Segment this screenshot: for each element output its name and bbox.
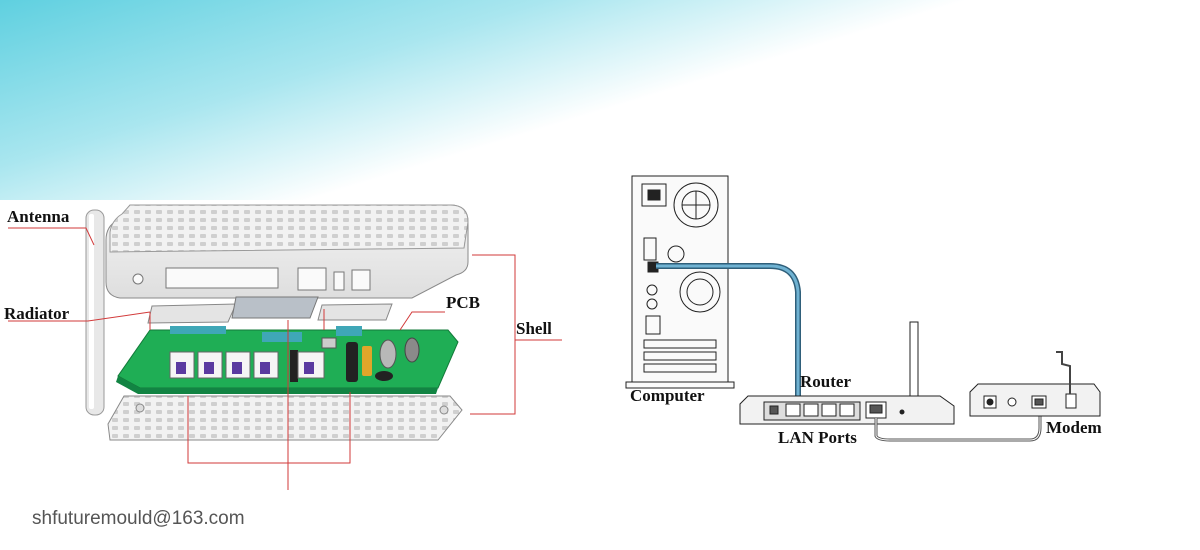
leader-lines <box>8 227 562 490</box>
modem-device <box>969 351 1101 417</box>
router-label: Router <box>800 372 851 391</box>
modem-label: Modem <box>1046 418 1102 437</box>
exploded-router-diagram <box>8 204 562 490</box>
radiator-label: Radiator <box>4 304 70 323</box>
shell-label: Shell <box>516 319 552 338</box>
email-text: shfuturemould@163.com <box>32 508 245 529</box>
radiator-part <box>147 296 393 324</box>
computer-tower <box>625 175 735 389</box>
router-device <box>739 321 955 425</box>
network-diagram <box>625 175 1101 442</box>
antenna-label: Antenna <box>7 207 70 226</box>
bottom-shell-part <box>107 395 463 441</box>
header-gradient <box>0 0 1200 200</box>
lan-ports-label: LAN Ports <box>778 428 857 447</box>
pcb-label: PCB <box>446 293 480 312</box>
computer-label: Computer <box>630 386 705 405</box>
top-shell-part <box>105 204 469 299</box>
antenna-part <box>85 209 105 416</box>
pcb-part <box>116 326 459 394</box>
